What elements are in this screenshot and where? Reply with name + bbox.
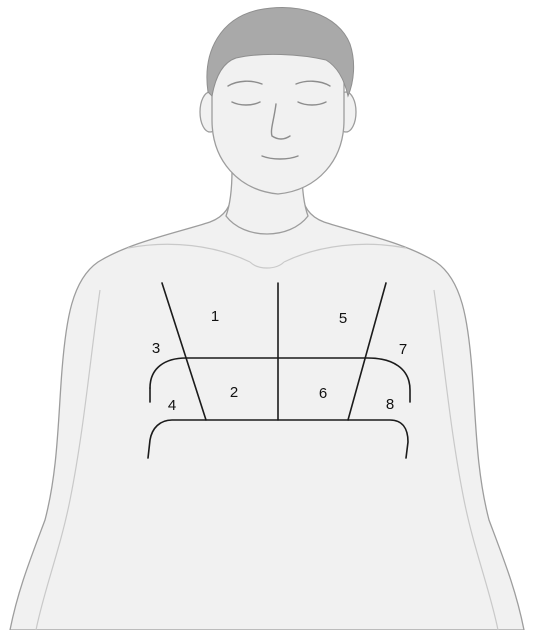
zone-label-8: 8	[386, 396, 394, 413]
zone-label-3: 3	[152, 340, 160, 357]
torso-outline	[10, 170, 524, 630]
zone-label-2: 2	[230, 384, 238, 401]
body-figure	[10, 8, 524, 630]
zone-label-4: 4	[168, 397, 176, 414]
zone-label-5: 5	[339, 310, 347, 327]
zone-label-1: 1	[211, 308, 219, 325]
zone-label-7: 7	[399, 341, 407, 358]
zone-label-6: 6	[319, 385, 327, 402]
